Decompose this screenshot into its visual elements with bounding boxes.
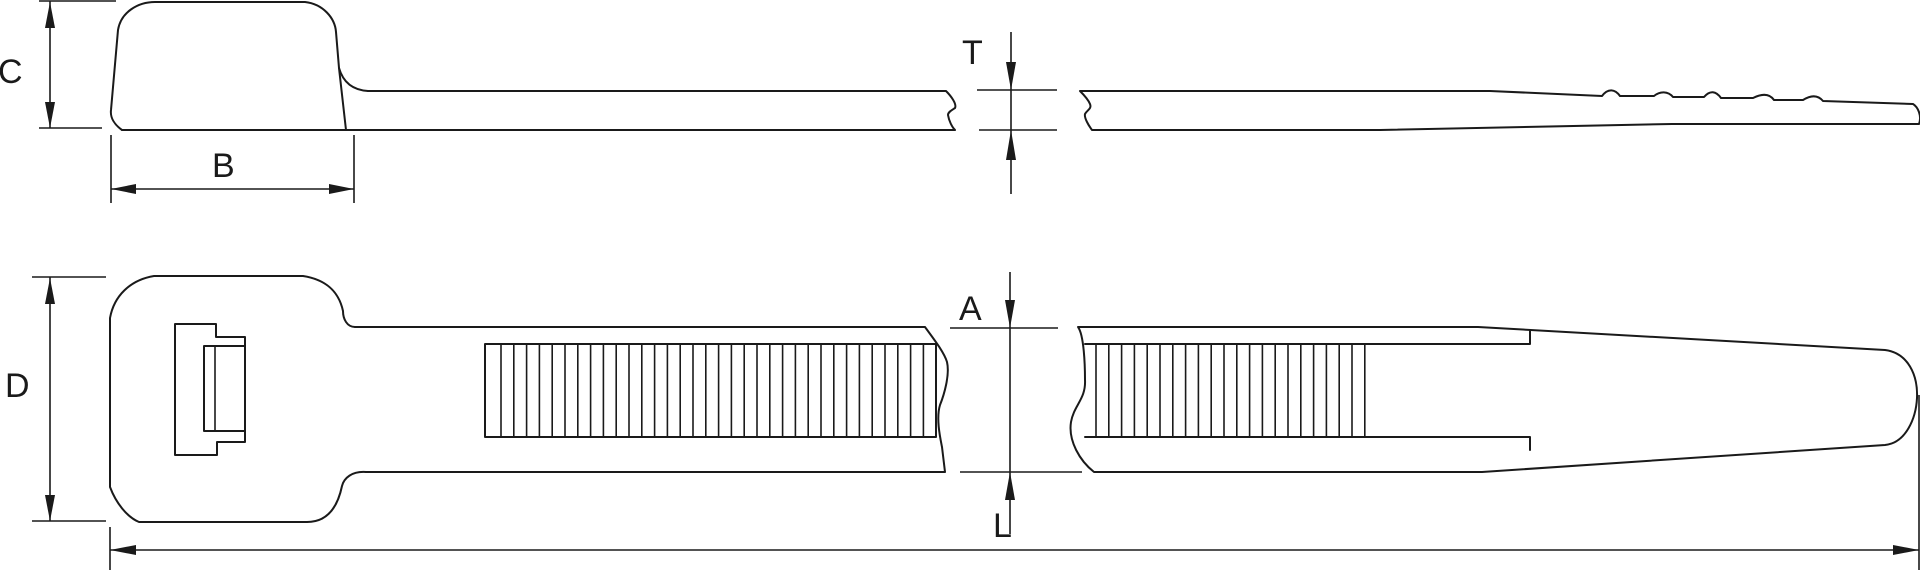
head-slot-outline [174, 323, 246, 456]
top-view-strap-left [354, 326, 949, 473]
l-label: L [993, 507, 1012, 545]
a-arrow-top [1005, 300, 1015, 328]
side-profile-strap-left [121, 90, 957, 131]
l-arrow-right [1893, 545, 1919, 555]
t-arrow-top [1006, 62, 1016, 90]
top-view-strap-right [1069, 326, 1919, 473]
serration-lines-left [500, 344, 925, 437]
serration-field-right [1084, 329, 1531, 451]
a-label: A [959, 290, 982, 328]
d-arrow-top [45, 278, 55, 304]
head-pawl [203, 345, 246, 432]
side-profile-strap-right [1079, 89, 1920, 131]
serration-field-left [484, 343, 937, 438]
c-arrow-top [45, 2, 55, 28]
serration-lines-right [1095, 344, 1366, 437]
d-arrow-bottom [45, 495, 55, 521]
side-profile-head [109, 1, 369, 131]
top-view-head-outline [109, 275, 367, 523]
top-view: A D L [5, 272, 1920, 570]
c-arrow-bottom [45, 102, 55, 128]
side-profile-head-divider [338, 67, 347, 131]
b-arrow-right [329, 184, 354, 194]
l-arrow-left [110, 545, 136, 555]
d-label: D [5, 367, 30, 405]
c-label: C [0, 53, 23, 91]
t-arrow-bottom [1006, 130, 1016, 160]
t-label: T [962, 34, 983, 72]
side-profile-view: T C B [0, 0, 1920, 203]
a-arrow-bottom [1005, 472, 1015, 500]
b-arrow-left [111, 184, 136, 194]
b-label: B [212, 147, 235, 185]
